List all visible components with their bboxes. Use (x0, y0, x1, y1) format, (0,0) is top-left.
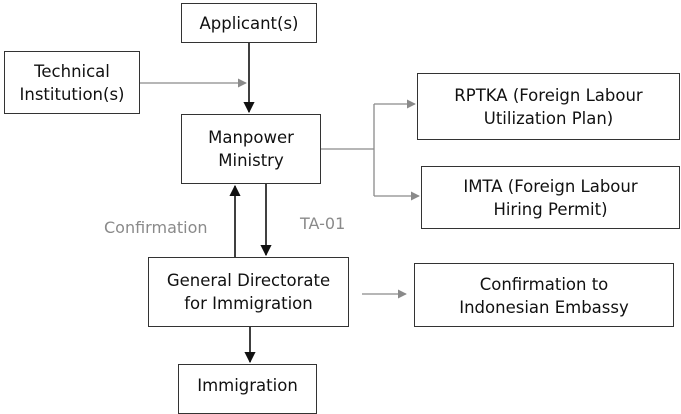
node-general-directorate-immigration: General Directorate for Immigration (148, 257, 349, 327)
node-technical-institutions: Technical Institution(s) (4, 51, 140, 114)
node-confirmation-embassy: Confirmation to Indonesian Embassy (414, 263, 674, 327)
node-rptka: RPTKA (Foreign Labour Utilization Plan) (417, 73, 680, 140)
edge-label-ta01: TA-01 (300, 214, 346, 233)
node-imta: IMTA (Foreign Labour Hiring Permit) (421, 166, 680, 229)
edge-label-confirmation: Confirmation (104, 218, 208, 237)
node-applicants: Applicant(s) (181, 3, 317, 43)
diagram-edges (140, 43, 420, 364)
node-manpower-ministry: Manpower Ministry (181, 114, 321, 184)
node-immigration: Immigration (178, 364, 317, 414)
